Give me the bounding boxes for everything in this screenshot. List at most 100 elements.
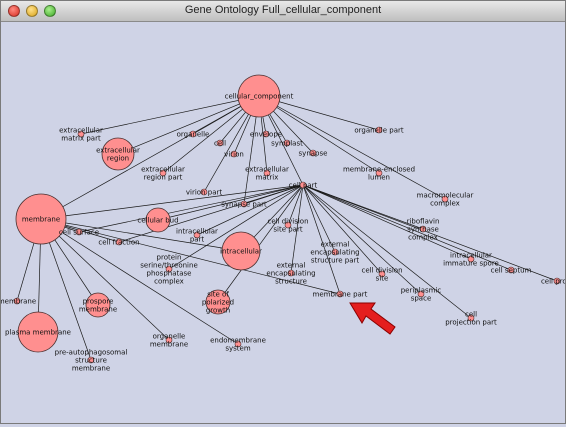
node-membrane[interactable] xyxy=(15,193,67,245)
node-label-virion-part: virion part xyxy=(186,189,222,197)
edge-cell_part-cell_prolif xyxy=(302,184,558,282)
edge-cell_part-intracellular_immature_spore xyxy=(302,184,472,260)
edge-cell_part-external_encapsulating_structure_part xyxy=(302,184,336,253)
node-label-cell-fraction: cell fraction xyxy=(98,239,139,247)
node-label-cellular-component: cellular_component xyxy=(225,93,294,101)
edge-membrane-intracellular xyxy=(40,218,242,252)
node-symplast[interactable] xyxy=(283,139,291,147)
graph-edges xyxy=(16,95,558,361)
node-plasma-membrane[interactable] xyxy=(17,311,59,353)
node-intracellular[interactable] xyxy=(221,231,261,271)
node-organelle-membrane[interactable] xyxy=(165,336,173,344)
node-cell-part[interactable] xyxy=(299,181,307,189)
node-label-synapse: synapse xyxy=(299,150,328,158)
node-intracellular-immature-spore[interactable] xyxy=(467,255,475,263)
node-extracellular-matrix[interactable] xyxy=(263,169,271,177)
node-intracellular-part[interactable] xyxy=(193,231,201,239)
node-label-membrane2: membrane xyxy=(1,298,36,306)
graph-nodes[interactable] xyxy=(13,74,561,364)
node-pre-autophagosomal-structure-membrane[interactable] xyxy=(87,356,95,364)
node-synapse[interactable] xyxy=(309,149,317,157)
node-label-virion: virion xyxy=(224,151,244,159)
node-periplasmic-space[interactable] xyxy=(417,290,425,298)
node-protein-serine-threonine-phosphatase-complex[interactable] xyxy=(165,265,173,273)
node-label-organelle: organelle xyxy=(177,131,210,139)
node-label-cell-surface: cell surface xyxy=(59,229,99,237)
node-envelope[interactable] xyxy=(262,130,270,138)
node-label-symplast: symplast xyxy=(271,140,303,148)
node-cellular-component[interactable] xyxy=(237,74,281,118)
node-prospore-membrane[interactable] xyxy=(85,292,111,318)
node-membrane2[interactable] xyxy=(13,297,21,305)
close-window-icon[interactable] xyxy=(8,5,20,17)
edge-cellular_component-extracellular_region xyxy=(117,95,260,155)
node-site-of-polarized-growth[interactable] xyxy=(205,289,231,315)
edge-membrane-membrane_part xyxy=(40,218,341,295)
node-cell-division-site[interactable] xyxy=(378,270,386,278)
node-label-organelle-part: organelle part xyxy=(354,127,404,135)
node-label-envelope: envelope xyxy=(250,131,282,139)
node-label-cell-prolif: cell prolif xyxy=(541,278,565,286)
node-cell-septum[interactable] xyxy=(507,266,515,274)
edge-cell_part-external_encapsulating_structure xyxy=(290,184,304,274)
node-label-cell-septum: cell septum xyxy=(491,267,532,275)
node-cell-prolif[interactable] xyxy=(553,277,561,285)
edge-cell_part-membrane xyxy=(40,184,304,220)
node-cell-division-site-part[interactable] xyxy=(284,221,292,229)
node-synapse-part[interactable] xyxy=(240,200,248,208)
zoom-window-icon[interactable] xyxy=(44,5,56,17)
node-label-synapse-part: synapse part xyxy=(221,201,267,209)
node-endomembrane-system[interactable] xyxy=(234,340,242,348)
node-extracellular-matrix-part[interactable] xyxy=(77,130,85,138)
edge-cell_part-cell_division_site_part xyxy=(287,184,304,226)
node-label-membrane: membrane xyxy=(22,216,60,224)
node-extracellular-region[interactable] xyxy=(101,137,135,171)
node-extracellular-region-part[interactable] xyxy=(159,169,167,177)
edge-cell_part-synapse_part xyxy=(243,184,304,205)
node-organelle[interactable] xyxy=(189,130,197,138)
edge-cell_part-cell_septum xyxy=(302,184,512,271)
node-cell-fraction[interactable] xyxy=(115,238,123,246)
node-cell-projection-part[interactable] xyxy=(467,314,475,322)
node-label-intracellular: intracellular xyxy=(220,248,262,256)
edge-cell_part-protein_serine_threonine_phosphatase_complex xyxy=(168,184,304,270)
title-bar[interactable]: Gene Ontology Full_cellular_component xyxy=(1,1,565,22)
node-virion[interactable] xyxy=(230,150,238,158)
node-label-membrane-part: membrane part xyxy=(313,291,368,299)
node-label-plasma-membrane: plasma membrane xyxy=(5,329,71,337)
node-label-cell: cell xyxy=(214,140,226,148)
node-membrane-part[interactable] xyxy=(336,290,344,298)
node-riboflavin-synthase-complex[interactable] xyxy=(419,225,427,233)
node-cell-bud[interactable] xyxy=(145,207,171,233)
edge-cell_part-periplasmic_space xyxy=(302,184,422,295)
node-virion-part[interactable] xyxy=(200,188,208,196)
node-organelle-part[interactable] xyxy=(375,126,383,134)
node-macromolecular-complex[interactable] xyxy=(441,195,449,203)
edge-cell_part-site_of_polarized_growth xyxy=(217,184,304,303)
edge-cell_part-cell_surface xyxy=(78,184,304,233)
node-membrane-enclosed-lumen[interactable] xyxy=(375,169,383,177)
node-external-encapsulating-structure[interactable] xyxy=(287,269,295,277)
node-cell[interactable] xyxy=(216,139,224,147)
edge-cell_part-cell_division_site xyxy=(302,184,383,275)
node-external-encapsulating-structure-part[interactable] xyxy=(331,248,339,256)
node-cell-surface[interactable] xyxy=(75,228,83,236)
minimize-window-icon[interactable] xyxy=(26,5,38,17)
